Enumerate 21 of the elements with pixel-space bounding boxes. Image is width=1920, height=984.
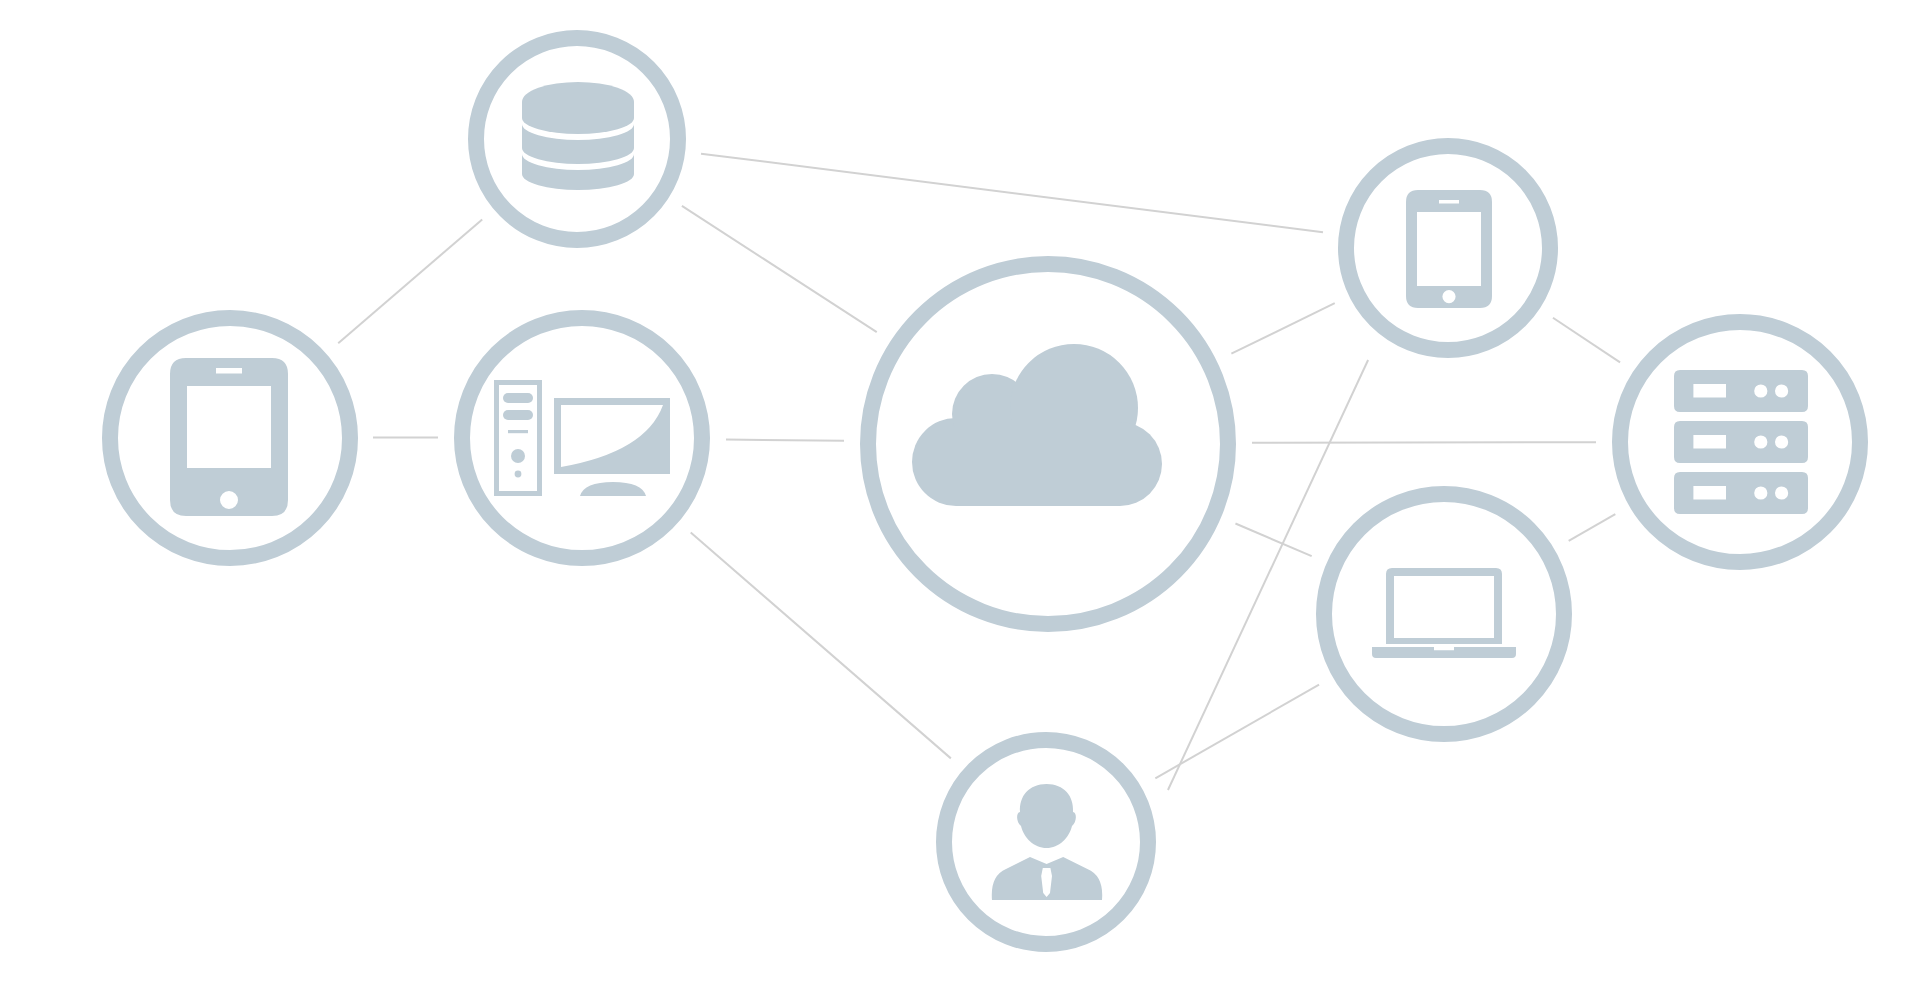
connector-line (1154, 683, 1321, 780)
connector-line (372, 436, 439, 439)
connector-line (1230, 302, 1336, 355)
node-circle (936, 731, 1156, 951)
node-circle (468, 29, 686, 247)
connector-line (680, 204, 878, 334)
connector-line (1166, 359, 1370, 791)
connector-line (689, 531, 952, 760)
connector-line (1551, 316, 1622, 364)
connector-line (1567, 513, 1617, 542)
connector-line (700, 152, 1324, 234)
node-circle (1316, 485, 1572, 741)
connector-line (1251, 441, 1597, 444)
connector-line (337, 218, 484, 345)
node-circle (1338, 138, 1558, 358)
node-circle (454, 310, 710, 566)
node-circle (860, 255, 1236, 631)
node-circle (1612, 314, 1868, 570)
node-circle (101, 309, 357, 565)
connector-line (1234, 522, 1313, 558)
connector-line (725, 438, 845, 442)
